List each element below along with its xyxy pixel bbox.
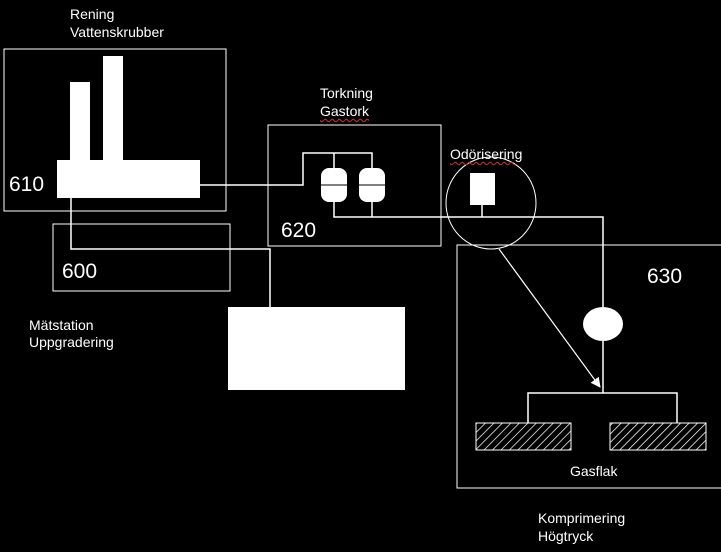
matstation-block xyxy=(228,307,405,390)
matstation-box-600 xyxy=(52,223,231,292)
odorisering-unit xyxy=(470,173,495,205)
pipe-dryer-to-compressor xyxy=(333,202,604,307)
compressor xyxy=(583,307,623,341)
gasflak-right xyxy=(609,422,707,451)
pipe-scrubber-to-dryer xyxy=(200,152,373,186)
uppgradering-label: Uppgradering xyxy=(29,334,114,350)
pipe-scrubber-to-meter xyxy=(70,198,271,307)
gasflak-manifold xyxy=(527,392,678,423)
flow-arrow xyxy=(498,248,601,388)
gastork-label: Gastork xyxy=(320,103,370,119)
dryer-vessel-left xyxy=(321,168,347,202)
komprimering-label: Komprimering xyxy=(538,510,626,526)
vattenskrubber-label: Vattenskrubber xyxy=(70,24,164,40)
rening-label: Rening xyxy=(70,6,115,22)
dryer-vessel-right xyxy=(359,168,385,202)
rening-box-610 xyxy=(3,48,227,212)
number-620: 620 xyxy=(281,219,317,242)
hogtryck-label: Högtryck xyxy=(538,528,594,544)
number-610: 610 xyxy=(9,173,45,196)
torkning-label: Torkning xyxy=(320,85,373,101)
matstation-label: Mätstation xyxy=(29,317,94,333)
scrubber-body xyxy=(57,160,200,198)
odorisering-label: Odörisering xyxy=(450,146,523,162)
number-600: 600 xyxy=(62,260,98,283)
scrubber-stack-left xyxy=(70,82,90,162)
scrubber-stack-right xyxy=(103,56,123,162)
gasflak-left xyxy=(475,422,572,451)
gasflak-label: Gasflak xyxy=(570,463,618,479)
komprimering-box-630 xyxy=(456,244,721,489)
odorisering-ellipse xyxy=(445,156,537,250)
number-630: 630 xyxy=(647,265,683,288)
